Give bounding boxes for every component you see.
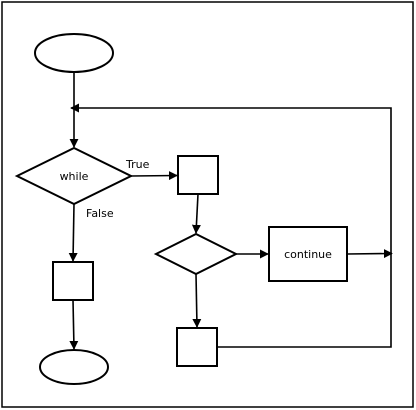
continue-label: continue — [284, 248, 332, 261]
loop-back-arrow — [70, 103, 392, 348]
inner-decision-to-loop-end-arrow — [192, 273, 202, 328]
inner-decision — [153, 232, 239, 276]
body-to-inner-decision-arrow — [191, 193, 201, 234]
false-branch-label: False — [86, 207, 114, 220]
loop-end-process-box — [176, 327, 218, 367]
continue-box — [268, 226, 348, 282]
true-branch-label: True — [125, 158, 150, 171]
after-loop-process-box — [52, 261, 94, 301]
while-label: while — [60, 170, 89, 183]
false-branch-arrow — [68, 203, 78, 262]
true-branch-arrow — [130, 171, 178, 181]
loop-body-process-box — [177, 155, 219, 195]
start-terminal — [34, 33, 114, 73]
process-to-end-arrow — [69, 299, 79, 350]
continue-to-return-arrow — [346, 249, 393, 259]
end-terminal — [39, 349, 109, 385]
